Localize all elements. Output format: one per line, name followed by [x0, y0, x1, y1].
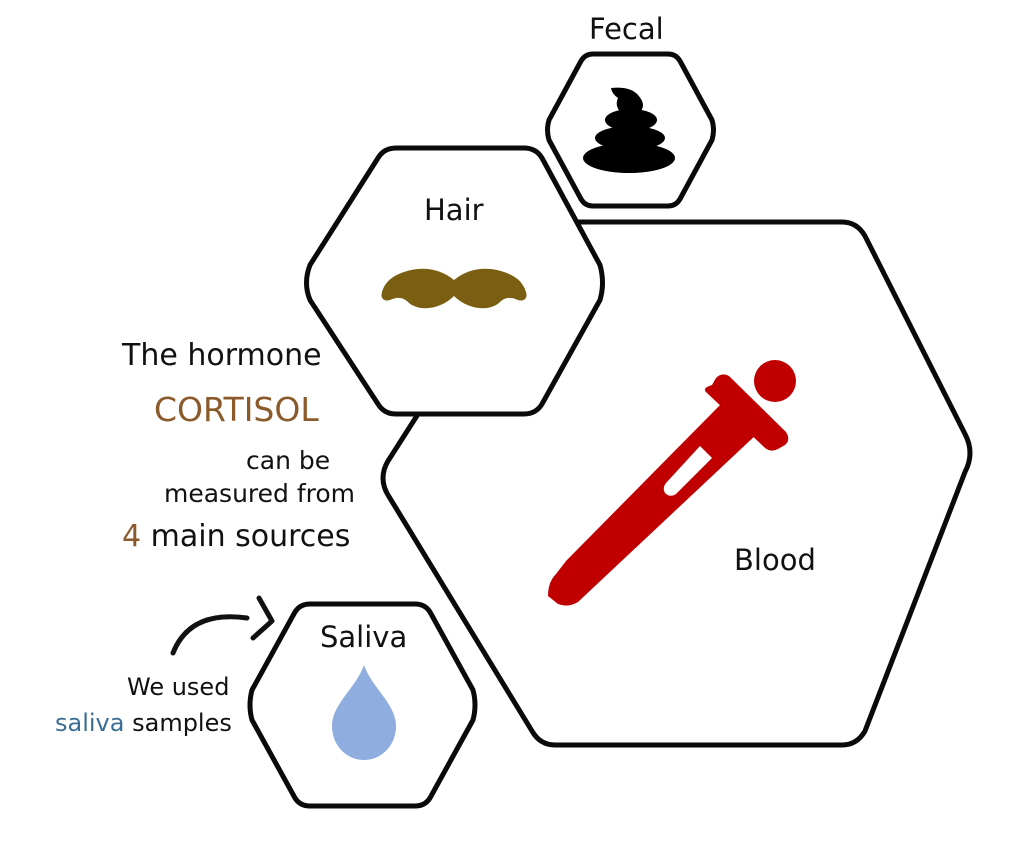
- arrow-head: [250, 595, 275, 641]
- saliva-label: Saliva: [320, 620, 408, 654]
- intro-line-2: can be: [246, 446, 331, 475]
- drop-icon: [332, 665, 396, 760]
- curved-arrow: [170, 614, 250, 656]
- fecal-label: Fecal: [589, 12, 664, 46]
- samples-text: samples: [132, 709, 232, 737]
- dropper-window: [663, 446, 712, 496]
- sources-text: main sources: [150, 519, 351, 554]
- source-count: 4: [122, 519, 142, 554]
- note-line-1: We used: [127, 673, 230, 701]
- hair-label: Hair: [424, 193, 484, 227]
- mustache-icon: [381, 268, 527, 309]
- note-line-2: saliva samples: [55, 711, 232, 735]
- cortisol-highlight: CORTISOL: [154, 390, 319, 429]
- intro-line-4: 4 main sources: [122, 522, 350, 552]
- intro-line-1: The hormone: [122, 338, 322, 373]
- saliva-highlight: saliva: [55, 709, 125, 737]
- intro-line-3: measured from: [164, 479, 356, 508]
- poop-icon: [583, 87, 675, 173]
- dropper-icon: [548, 360, 796, 606]
- blood-label: Blood: [734, 543, 816, 577]
